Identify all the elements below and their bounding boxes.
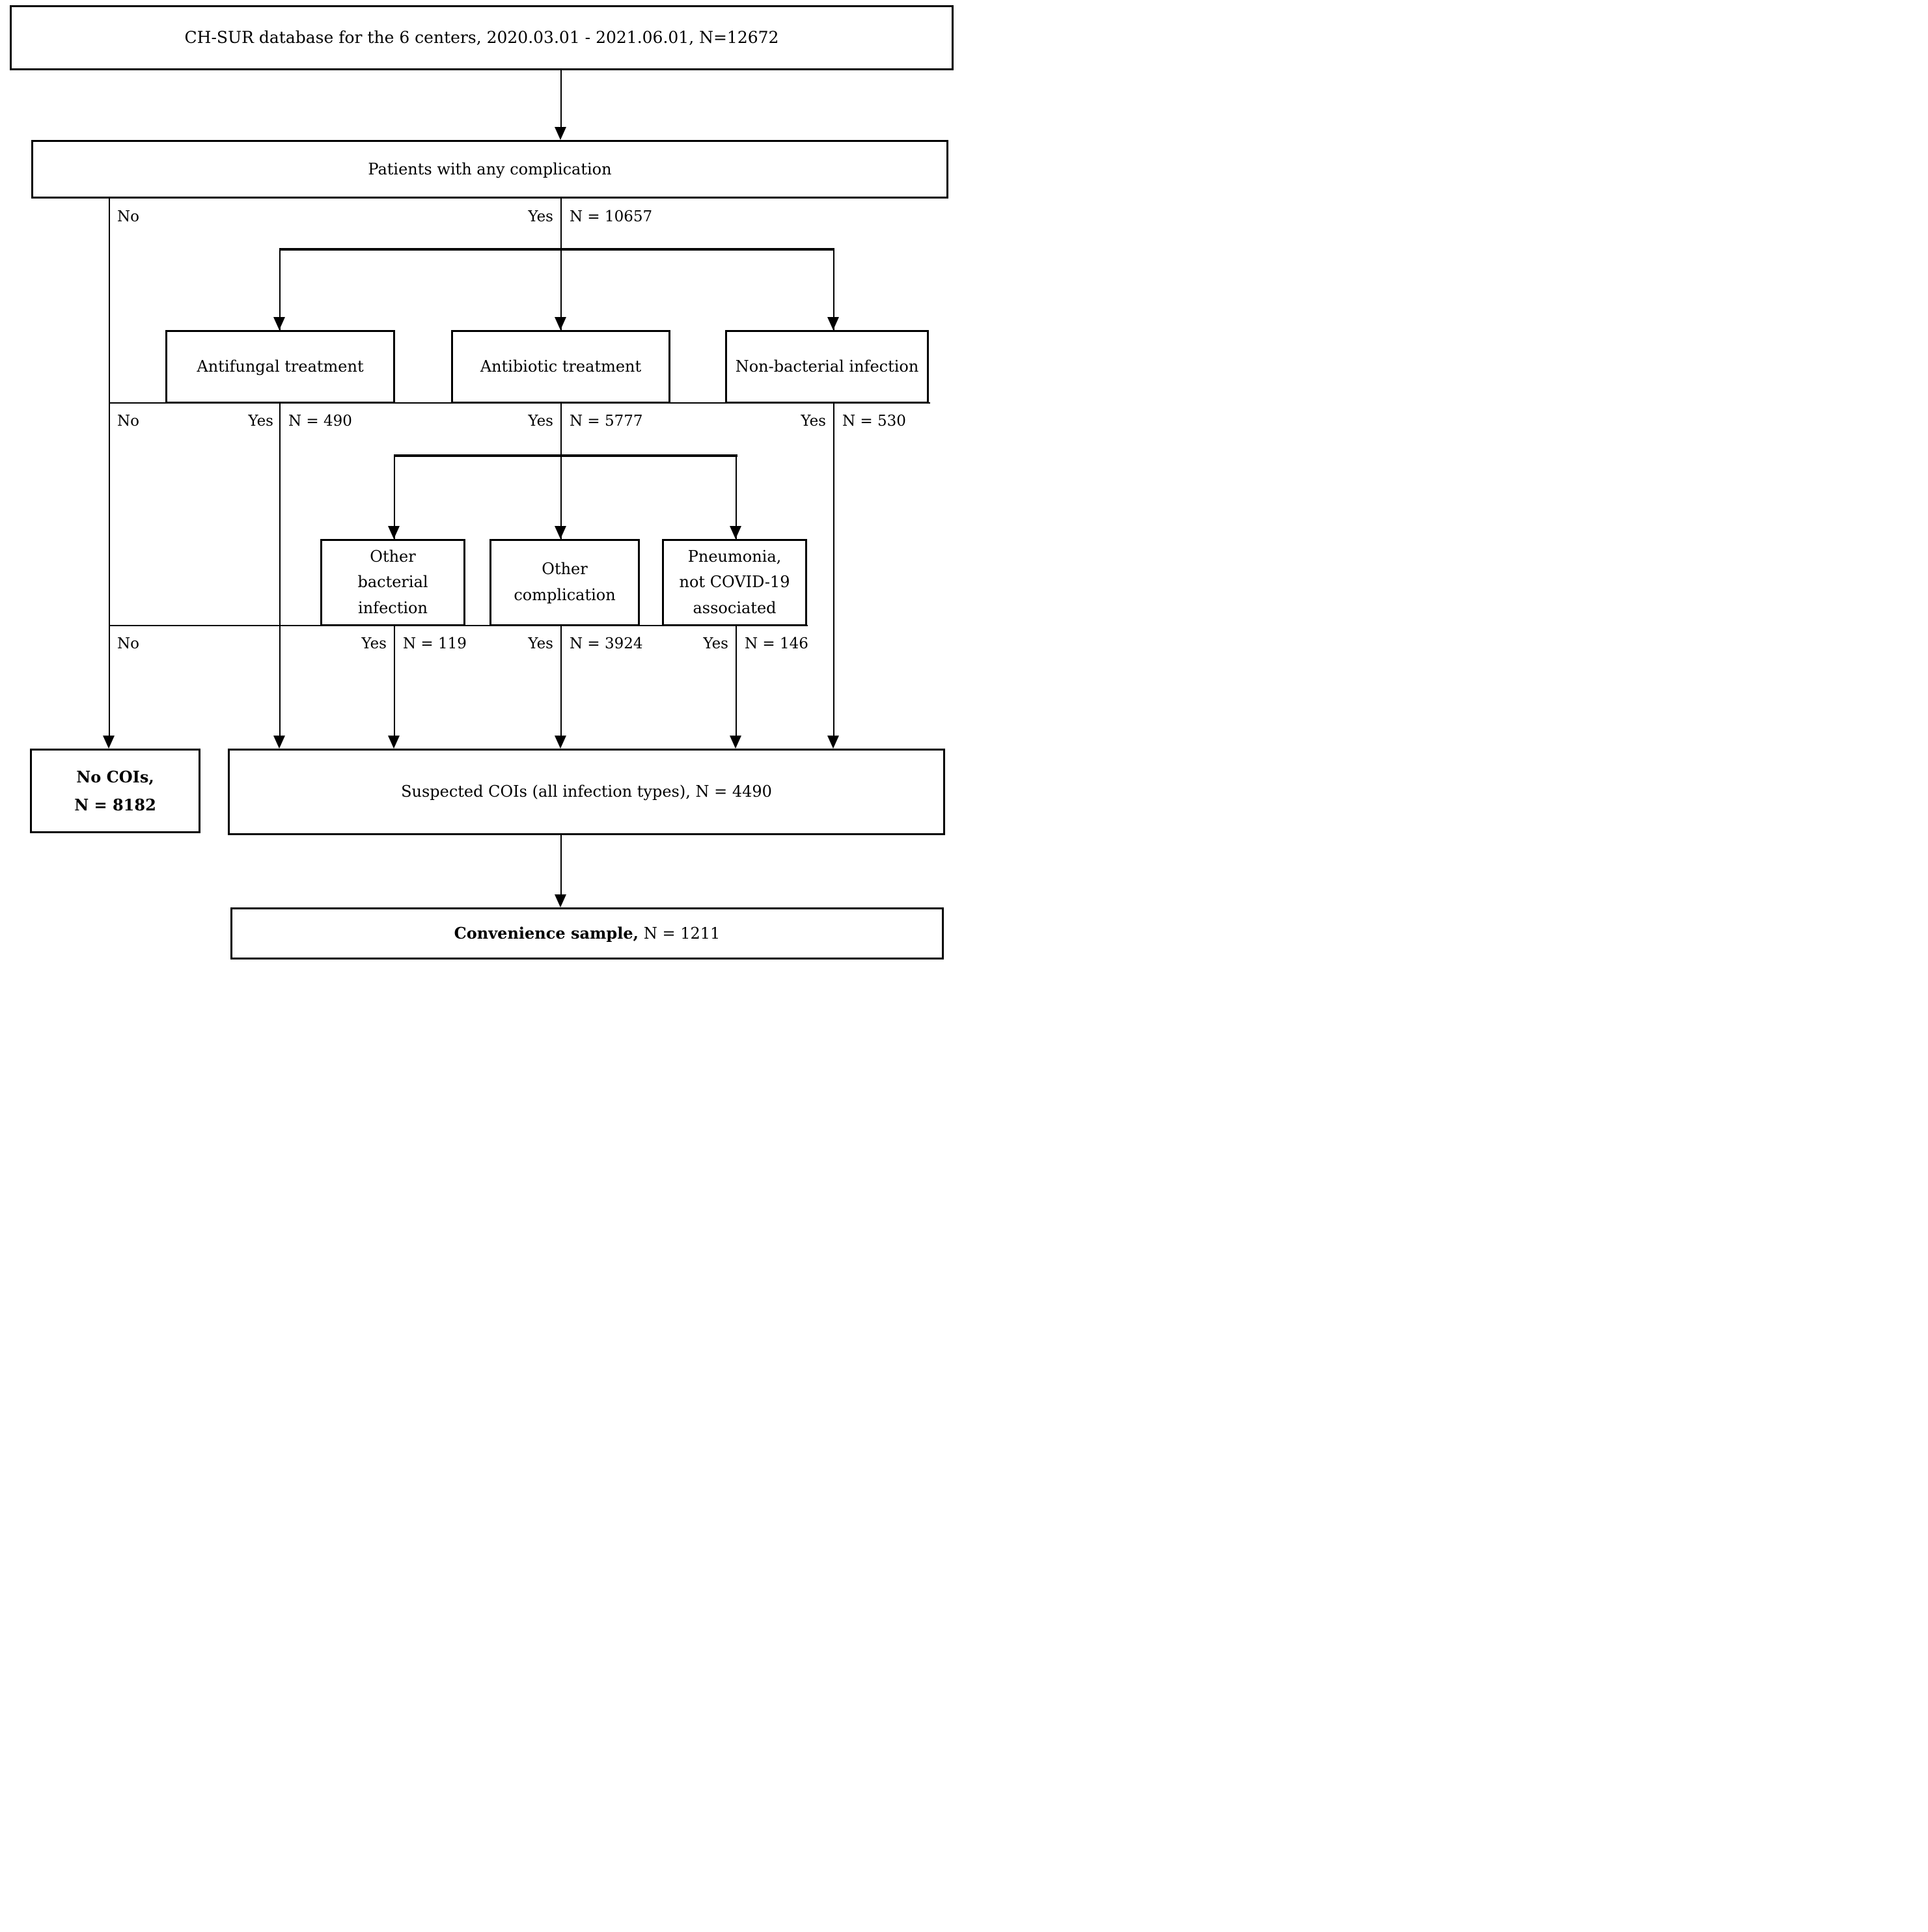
connector-to-other-complication: [560, 457, 562, 539]
connector-distribution-row1: [279, 248, 834, 251]
arrowhead-icon: [555, 894, 566, 907]
arrowhead-icon: [555, 736, 566, 749]
connector-database-to-patients: [560, 70, 562, 128]
other-bacterial-label: Other bacterial infection: [357, 547, 428, 617]
label-other-bacterial-yes: Yes: [361, 635, 387, 652]
label-antibiotic-yes: Yes: [528, 413, 553, 430]
no-cois-box: No COIs, N = 8182: [30, 749, 200, 833]
connector-pneumonia-yes: [736, 626, 737, 737]
connector-other-bacterial-yes: [394, 626, 395, 737]
arrowhead-icon: [273, 317, 285, 330]
non-bacterial-box: Non-bacterial infection: [725, 330, 929, 404]
convenience-sample-label-n: N = 1211: [643, 924, 721, 943]
connector-non-bacterial-yes: [833, 404, 834, 737]
arrowhead-icon: [273, 736, 285, 749]
pneumonia-box: Pneumonia, not COVID-19 associated: [662, 539, 807, 626]
label-complication-yes: Yes: [528, 208, 553, 225]
connector-to-non-bacterial: [833, 251, 834, 330]
no-cois-label-line1: No COIs,: [76, 767, 154, 786]
arrowhead-icon: [827, 317, 839, 330]
label-other-complication-yes-n: N = 3924: [570, 635, 643, 652]
arrowhead-icon: [827, 736, 839, 749]
label-antibiotic-yes-n: N = 5777: [570, 413, 643, 430]
non-bacterial-label: Non-bacterial infection: [735, 357, 919, 376]
arrowhead-icon: [388, 736, 400, 749]
connector-no-trunk: [109, 199, 110, 737]
label-antifungal-yes-n: N = 490: [288, 413, 352, 430]
arrowhead-icon: [555, 317, 566, 330]
connector-distribution-row2: [394, 454, 737, 457]
suspected-cois-label: Suspected COIs (all infection types), N …: [401, 782, 772, 801]
label-other-bacterial-yes-n: N = 119: [403, 635, 467, 652]
antifungal-box: Antifungal treatment: [165, 330, 395, 404]
label-row2-no: No: [117, 635, 139, 652]
connector-suspected-to-convenience: [560, 835, 562, 894]
convenience-sample-label-bold: Convenience sample,: [454, 923, 639, 943]
patient-flow-diagram: CH-SUR database for the 6 centers, 2020.…: [0, 0, 964, 966]
label-pneumonia-yes-n: N = 146: [745, 635, 808, 652]
connector-to-pneumonia: [736, 457, 737, 539]
other-complication-label: Other complication: [514, 560, 616, 604]
arrowhead-icon: [730, 526, 741, 539]
label-complication-yes-n: N = 10657: [570, 208, 653, 225]
other-bacterial-box: Other bacterial infection: [320, 539, 465, 626]
connector-other-complication-yes: [560, 626, 562, 737]
label-pneumonia-yes: Yes: [703, 635, 728, 652]
no-cois-label-line2: N = 8182: [74, 795, 156, 814]
antifungal-label: Antifungal treatment: [197, 357, 364, 376]
label-complication-no: No: [117, 208, 139, 225]
arrowhead-icon: [103, 736, 115, 749]
connector-patients-yes: [560, 199, 562, 330]
connector-antifungal-yes: [279, 404, 281, 737]
connector-to-other-bacterial: [394, 457, 395, 539]
suspected-cois-box: Suspected COIs (all infection types), N …: [228, 749, 945, 835]
label-non-bacterial-yes-n: N = 530: [842, 413, 906, 430]
arrowhead-icon: [388, 526, 400, 539]
label-row1-no: No: [117, 413, 139, 430]
arrowhead-icon: [555, 526, 566, 539]
connector-to-antifungal: [279, 251, 281, 330]
other-complication-box: Other complication: [489, 539, 640, 626]
label-other-complication-yes: Yes: [528, 635, 553, 652]
antibiotic-box: Antibiotic treatment: [451, 330, 670, 404]
antibiotic-label: Antibiotic treatment: [480, 357, 642, 376]
connector-antibiotic-yes: [560, 404, 562, 457]
any-complication-box: Patients with any complication: [31, 140, 948, 199]
pneumonia-label: Pneumonia, not COVID-19 associated: [679, 547, 790, 617]
label-antifungal-yes: Yes: [248, 413, 273, 430]
any-complication-label: Patients with any complication: [368, 159, 612, 178]
label-non-bacterial-yes: Yes: [801, 413, 826, 430]
arrowhead-icon: [555, 127, 566, 140]
arrowhead-icon: [730, 736, 741, 749]
database-box: CH-SUR database for the 6 centers, 2020.…: [10, 5, 954, 70]
convenience-sample-box: Convenience sample, N = 1211: [230, 907, 944, 959]
database-box-label: CH-SUR database for the 6 centers, 2020.…: [184, 27, 779, 47]
